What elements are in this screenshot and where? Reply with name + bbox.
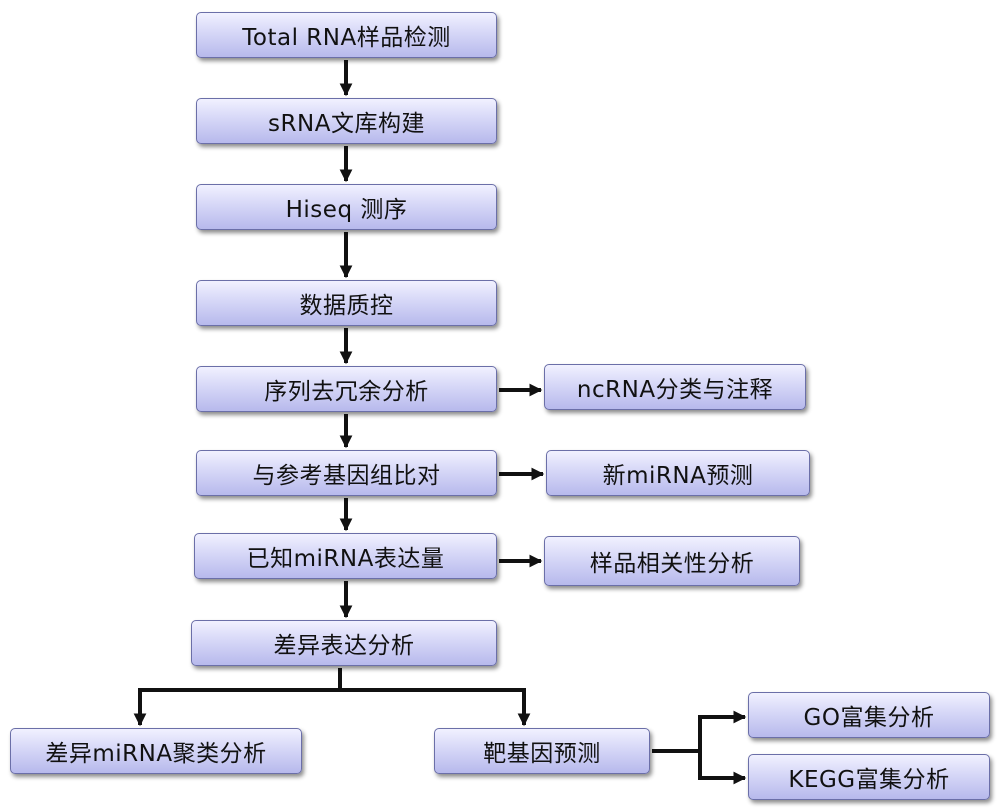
step-total-rna: Total RNA样品检测: [196, 12, 497, 58]
step-hiseq: Hiseq 测序: [196, 184, 497, 230]
step-sample-corr: 样品相关性分析: [544, 536, 800, 586]
step-dedup: 序列去冗余分析: [196, 366, 497, 412]
step-diff-expr: 差异表达分析: [191, 620, 497, 666]
step-srna-library: sRNA文库构建: [196, 98, 497, 144]
step-known-mirna: 已知miRNA表达量: [194, 533, 497, 579]
step-kegg: KEGG富集分析: [748, 754, 990, 800]
step-cluster: 差异miRNA聚类分析: [10, 728, 302, 774]
step-align: 与参考基因组比对: [196, 450, 497, 496]
step-qc: 数据质控: [196, 280, 497, 326]
step-target: 靶基因预测: [434, 728, 650, 774]
step-ncrna: ncRNA分类与注释: [544, 364, 806, 410]
step-novel-mirna: 新miRNA预测: [546, 450, 810, 496]
step-go: GO富集分析: [748, 692, 990, 738]
